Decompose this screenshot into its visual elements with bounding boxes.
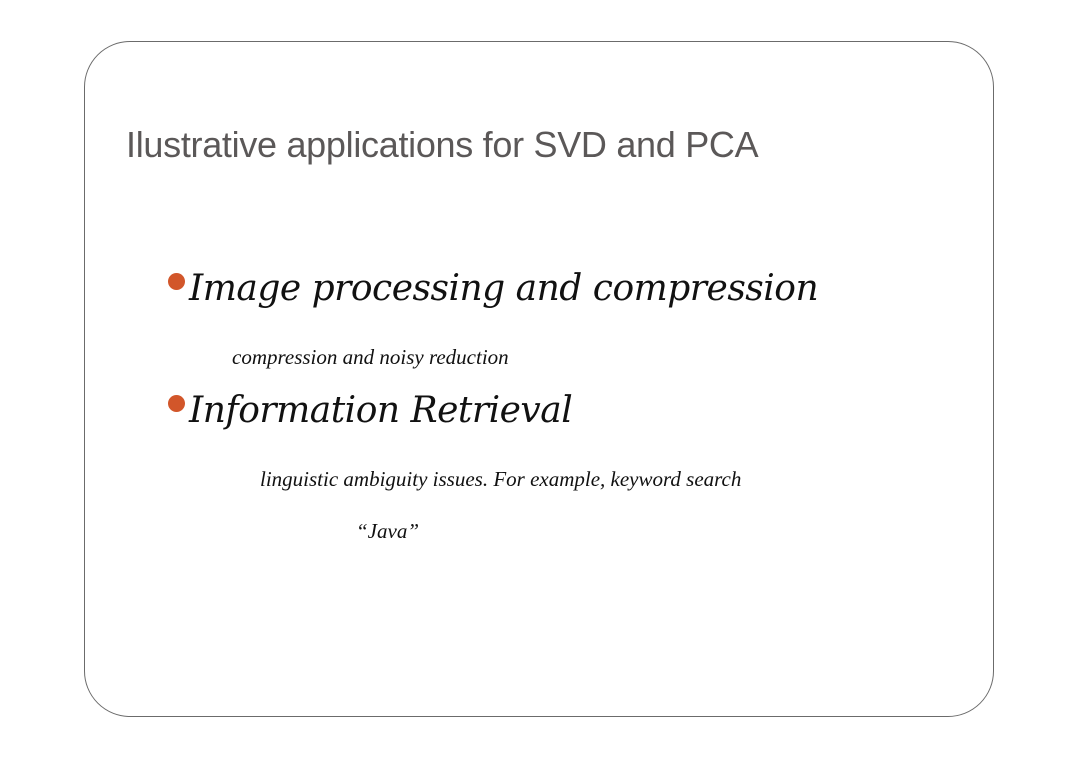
bullet-detail: linguistic ambiguity issues. For example…	[260, 467, 742, 491]
bullet-item-image-processing: Image processing and compression	[168, 268, 819, 309]
bullet-label: Information Retrieval	[189, 390, 573, 431]
slide-title: Ilustrative applications for SVD and PCA	[126, 124, 759, 165]
bullet-detail-example: “Java”	[356, 519, 419, 543]
slide-frame	[84, 41, 994, 717]
bullet-label: Image processing and compression	[189, 268, 819, 309]
bullet-detail: compression and noisy reduction	[232, 345, 509, 369]
bullet-dot-icon	[168, 395, 185, 412]
bullet-item-information-retrieval: Information Retrieval	[168, 390, 573, 431]
bullet-dot-icon	[168, 273, 185, 290]
